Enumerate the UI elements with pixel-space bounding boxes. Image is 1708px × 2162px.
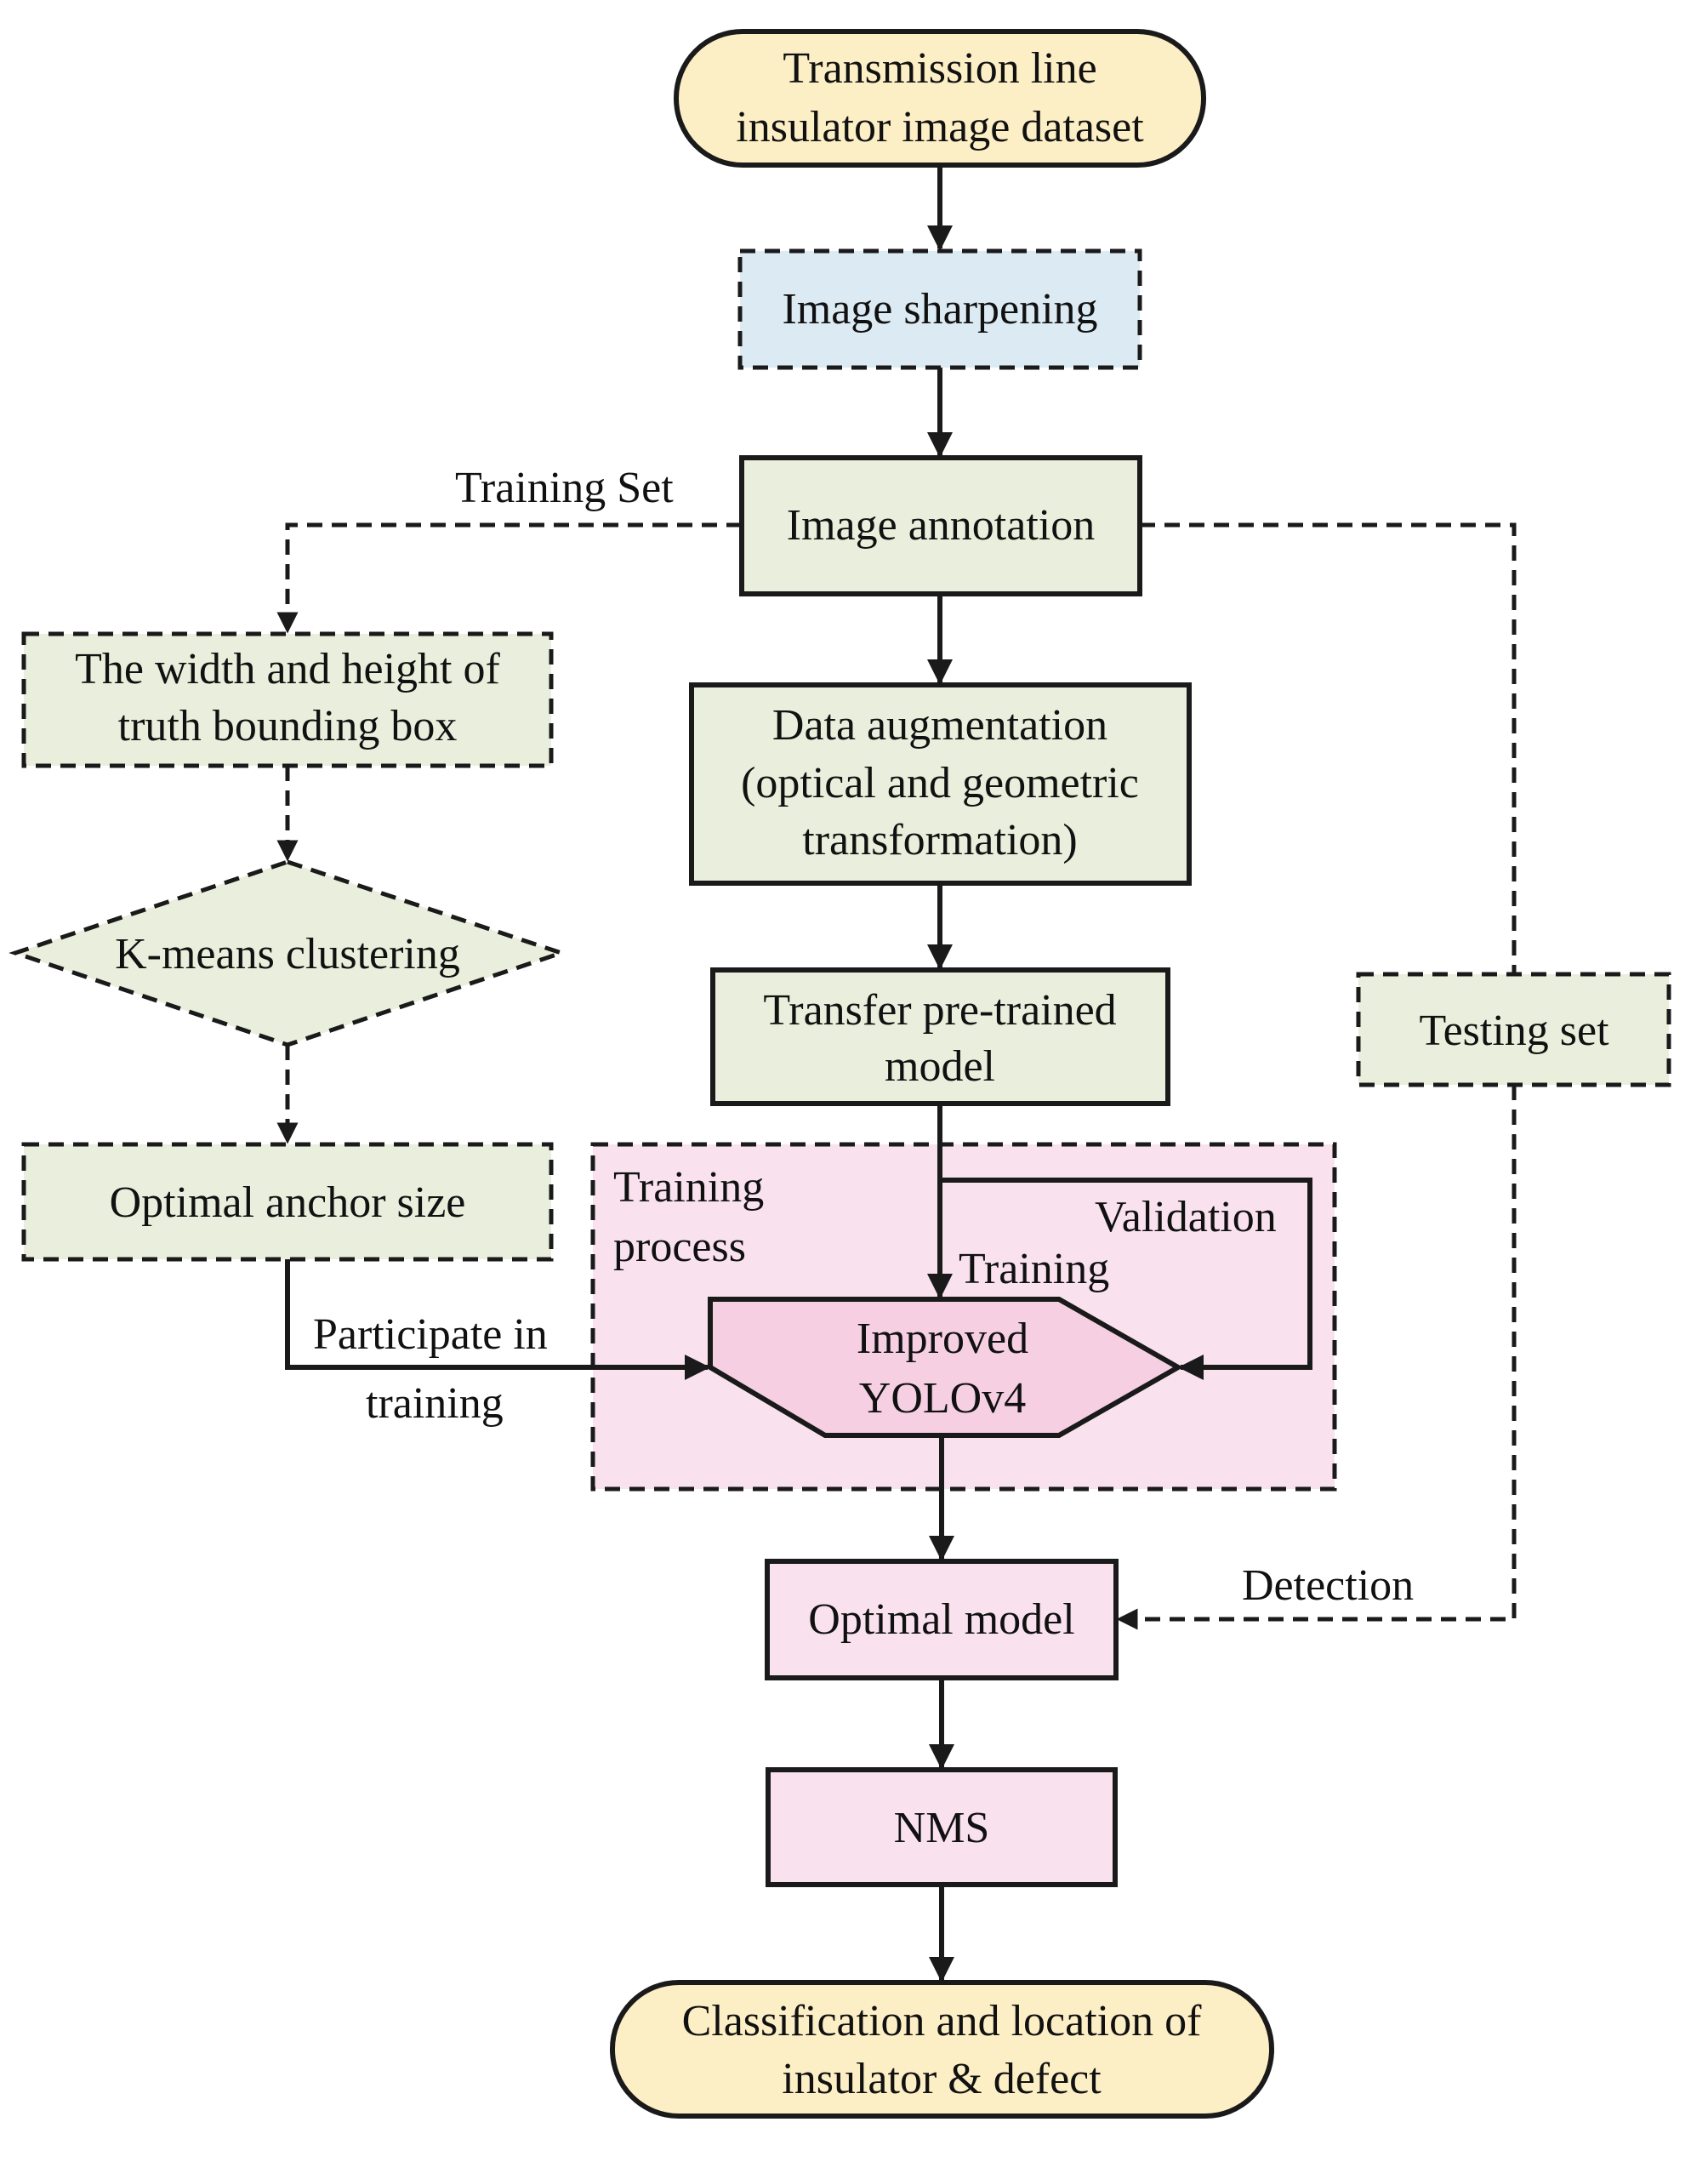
- transfer-model-line2: model: [885, 1042, 995, 1091]
- image-annotation-box: [739, 455, 1142, 596]
- start-terminal-line2: insulator image dataset: [736, 103, 1144, 151]
- arrow-testing-to-optimal: [1116, 1085, 1517, 1630]
- optimal-model-box: [765, 1559, 1119, 1680]
- width-height-box: [21, 631, 554, 768]
- arrow-validation-loop: [940, 1178, 1312, 1380]
- training-process-label-line1: Training: [613, 1163, 764, 1212]
- optimal-model-label: Optimal model: [808, 1595, 1074, 1644]
- line-annotation-to-testing: [1140, 522, 1517, 974]
- end-terminal-line1: Classification and location of: [682, 1997, 1203, 2045]
- image-sharpening-label: Image sharpening: [782, 285, 1097, 334]
- data-augmentation-line3: transformation): [802, 816, 1077, 864]
- edge-label-participate-line2: training: [366, 1379, 504, 1428]
- yolo-hexagon: [708, 1297, 1184, 1438]
- edge-label-training-set: Training Set: [455, 464, 674, 512]
- edge-label-validation: Validation: [1095, 1193, 1277, 1241]
- end-terminal-line2: insulator & defect: [782, 2055, 1102, 2103]
- nms-label: NMS: [894, 1804, 990, 1852]
- transfer-model-line1: Transfer pre-trained: [763, 986, 1116, 1035]
- optimal-anchor-label: Optimal anchor size: [110, 1178, 466, 1227]
- arrow-anchor-to-yolo: [285, 1259, 710, 1380]
- arrow-annotation-to-width-height: [276, 522, 742, 634]
- end-terminal: [610, 1980, 1274, 2119]
- kmeans-label: K-means clustering: [115, 930, 460, 978]
- yolo-line2: YOLOv4: [859, 1374, 1026, 1423]
- edge-label-detection: Detection: [1242, 1561, 1414, 1610]
- width-height-line1: The width and height of: [75, 645, 500, 693]
- optimal-anchor-box: [21, 1142, 554, 1262]
- data-augmentation-line2: (optical and geometric: [741, 759, 1139, 807]
- yolo-line1: Improved: [857, 1315, 1028, 1363]
- image-sharpening-box: [737, 248, 1142, 370]
- width-height-line2: truth bounding box: [118, 702, 458, 750]
- edge-label-training: Training: [959, 1245, 1109, 1293]
- edge-label-participate-line1: Participate in: [313, 1310, 548, 1359]
- testing-set-label: Testing set: [1419, 1007, 1609, 1055]
- image-annotation-label: Image annotation: [787, 501, 1095, 550]
- nms-box: [766, 1767, 1118, 1887]
- data-augmentation-line1: Data augmentation: [772, 701, 1107, 750]
- start-terminal-line1: Transmission line: [783, 44, 1096, 93]
- training-process-label-line2: process: [613, 1223, 746, 1271]
